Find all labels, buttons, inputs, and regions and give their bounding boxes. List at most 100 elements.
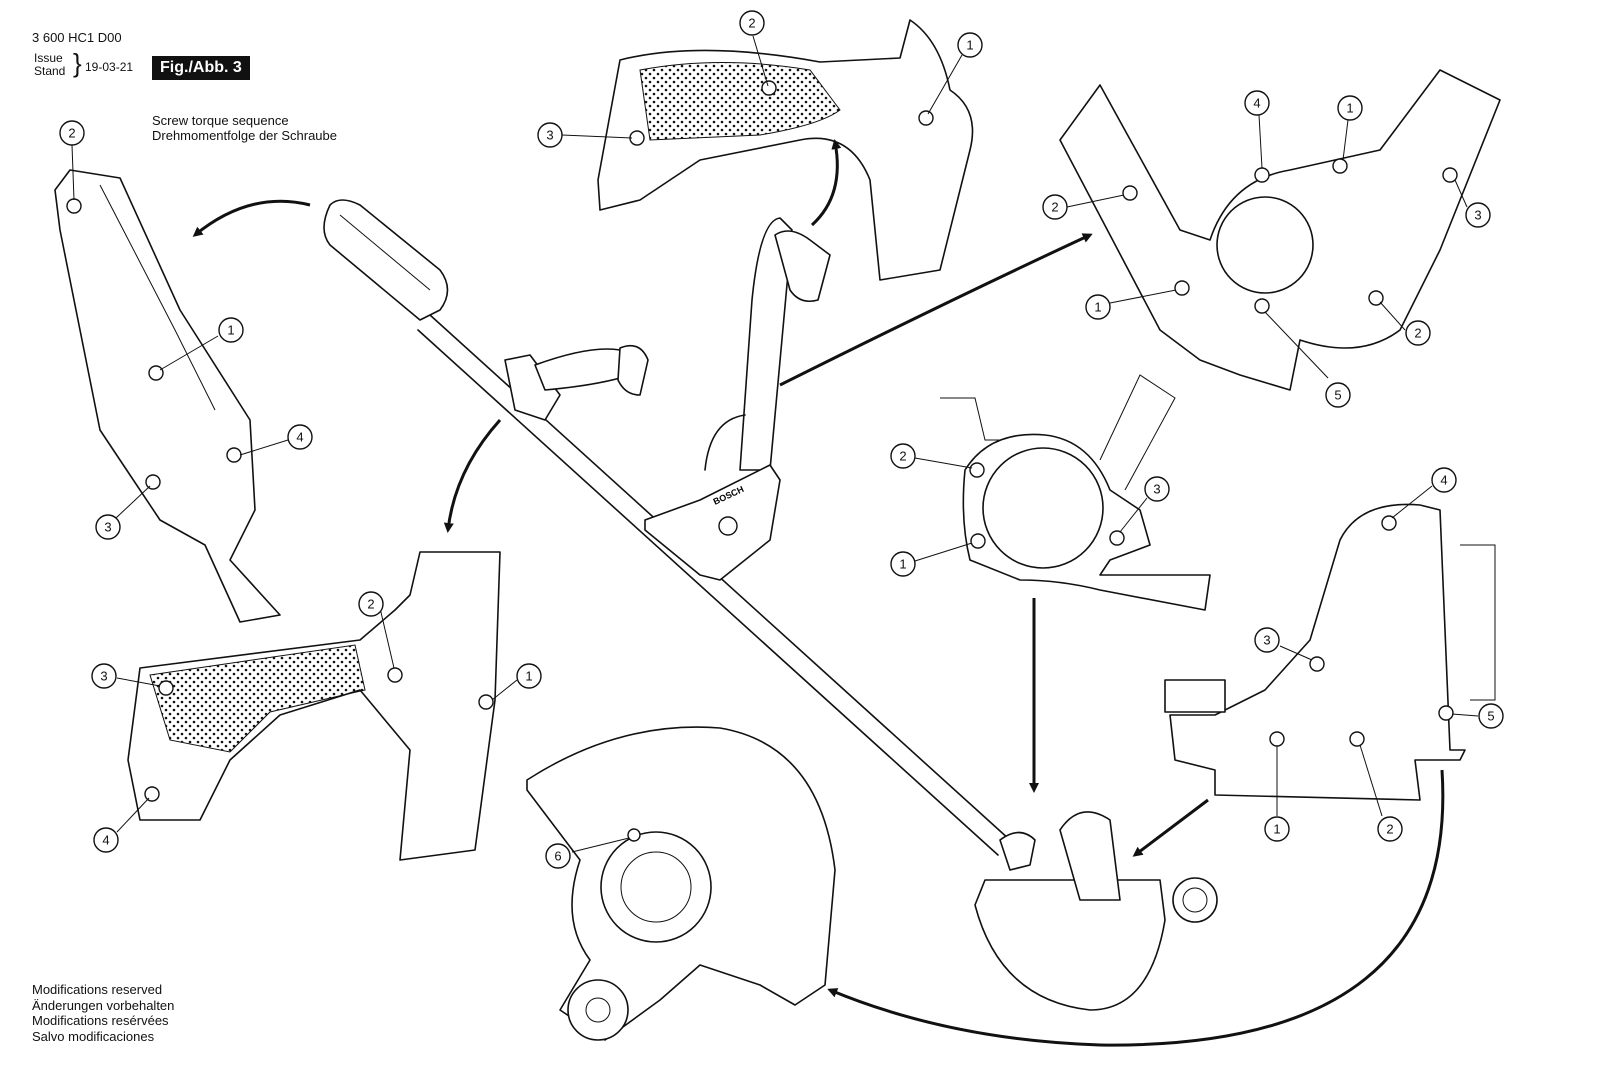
svg-text:2: 2 <box>1386 822 1393 837</box>
modifications-note: Modifications reserved Änderungen vorbeh… <box>32 982 174 1044</box>
arrow-to-guard <box>827 769 1445 1047</box>
guard-edge-wheel-hub <box>585 997 611 1023</box>
arrow-to-pivot <box>779 233 1093 387</box>
figure-label: Fig./Abb. 3 <box>152 56 250 80</box>
front-handle-detail-view <box>127 551 501 861</box>
callout-cover-1: 1 <box>890 551 916 577</box>
upright-grip <box>774 230 831 303</box>
motor-cover-detail-view <box>940 374 1211 611</box>
cover-screw-3 <box>1109 530 1125 546</box>
stand-label: Stand <box>34 64 66 78</box>
motor-housing-body <box>1169 503 1466 801</box>
modifications-line-1: Modifications reserved <box>32 982 163 997</box>
svg-text:4: 4 <box>1253 96 1260 111</box>
callout-cover-2: 2 <box>890 443 916 469</box>
front-handle-grip <box>534 348 631 391</box>
callout-rear-1: 1 <box>218 317 244 343</box>
svg-text:3: 3 <box>1263 633 1270 648</box>
callout-housing-3: 3 <box>1254 627 1280 653</box>
pivot-screw-1b <box>1174 280 1190 296</box>
callout-pivot-5: 5 <box>1325 382 1351 408</box>
front-screw-1 <box>478 694 494 710</box>
housing-screw-1 <box>1269 731 1285 747</box>
callout-guard-6: 6 <box>545 843 571 869</box>
callout-rear-3: 3 <box>95 514 121 540</box>
callout-cover-3: 3 <box>1144 476 1170 502</box>
svg-text:3: 3 <box>546 128 553 143</box>
svg-text:2: 2 <box>748 16 755 31</box>
arrow-to-front-handle <box>443 418 502 533</box>
issue-date: 19-03-21 <box>85 60 134 74</box>
svg-text:2: 2 <box>1414 326 1421 341</box>
callout-top-1: 1 <box>957 32 983 58</box>
callout-pivot-3: 3 <box>1465 202 1491 228</box>
svg-text:2: 2 <box>68 126 75 141</box>
svg-text:5: 5 <box>1334 388 1341 403</box>
trimmer-motor <box>1059 811 1121 901</box>
housing-screw-3 <box>1309 656 1325 672</box>
top-screw-1 <box>918 110 934 126</box>
motor-cover-edge <box>940 397 1000 441</box>
callouts-rear-handle: 2 1 4 3 <box>59 120 313 540</box>
assembly-arrows <box>192 139 1445 1047</box>
motor-cover-ring <box>982 447 1104 569</box>
callout-pivot-4: 4 <box>1244 90 1270 116</box>
part-number: 3 600 HC1 D00 <box>32 30 122 45</box>
guard-detail-view <box>526 726 836 1041</box>
motor-housing-collar <box>1164 679 1226 713</box>
svg-text:2: 2 <box>899 449 906 464</box>
pivot-screw-3 <box>1442 167 1458 183</box>
pivot-joint-detail-view <box>1059 69 1501 391</box>
front-handle-cap <box>617 344 649 396</box>
pivot-screw-4 <box>1254 167 1270 183</box>
modifications-line-4: Salvo modificaciones <box>32 1028 155 1044</box>
callout-housing-4: 4 <box>1431 467 1457 493</box>
motor-housing-rear <box>1460 544 1496 701</box>
callouts-top-handle: 2 1 3 <box>537 10 983 148</box>
callout-front-3: 3 <box>91 663 117 689</box>
pivot-bore <box>1216 196 1314 294</box>
pivot-screw-1a <box>1332 158 1348 174</box>
svg-text:1: 1 <box>899 557 906 572</box>
svg-text:1: 1 <box>966 38 973 53</box>
callouts-guard: 6 <box>545 843 571 869</box>
guard-edge-wheel <box>567 979 629 1041</box>
arrow-to-rear-handle <box>192 199 311 237</box>
svg-text:2: 2 <box>367 597 374 612</box>
upright-bar <box>739 217 793 471</box>
rear-handle-detail <box>339 214 431 291</box>
shaft-collar <box>999 831 1036 871</box>
svg-text:4: 4 <box>102 833 109 848</box>
callouts-front-handle: 2 1 3 4 <box>91 591 542 853</box>
upright-curve-hint <box>704 414 746 471</box>
arrow-housing-to-head <box>1132 798 1209 857</box>
rear-handle-housing <box>54 169 281 623</box>
callout-pivot-1b: 1 <box>1085 294 1111 320</box>
guard-screw-6 <box>627 828 641 842</box>
front-screw-4 <box>144 786 160 802</box>
pivot-screw-2b <box>1368 290 1384 306</box>
svg-text:3: 3 <box>1153 482 1160 497</box>
front-handle-housing <box>127 551 501 861</box>
rear-screw-3 <box>145 474 161 490</box>
torque-note-de: Drehmomentfolge der Schraube <box>152 128 337 143</box>
callouts-pivot-joint: 4 1 2 3 1 2 5 <box>1042 90 1491 408</box>
trimmer-head-guard <box>974 879 1166 1011</box>
callout-housing-2: 2 <box>1377 816 1403 842</box>
callouts-motor-cover: 2 3 1 <box>890 443 1170 577</box>
svg-text:3: 3 <box>104 520 111 535</box>
rear-handle-grip <box>323 199 449 321</box>
front-screw-3 <box>158 680 174 696</box>
svg-text:1: 1 <box>1346 101 1353 116</box>
callout-front-4: 4 <box>93 827 119 853</box>
callout-rear-2: 2 <box>59 120 85 146</box>
issue-label: Issue <box>34 51 63 65</box>
issue-stand-label: Issue Stand <box>34 52 65 78</box>
rear-handle-detail-view <box>54 169 281 623</box>
top-screw-2 <box>761 80 777 96</box>
rear-screw-2 <box>66 198 82 214</box>
arrow-to-top-handle <box>810 139 842 227</box>
svg-text:5: 5 <box>1487 709 1494 724</box>
motor-housing-detail-view <box>1164 503 1496 801</box>
